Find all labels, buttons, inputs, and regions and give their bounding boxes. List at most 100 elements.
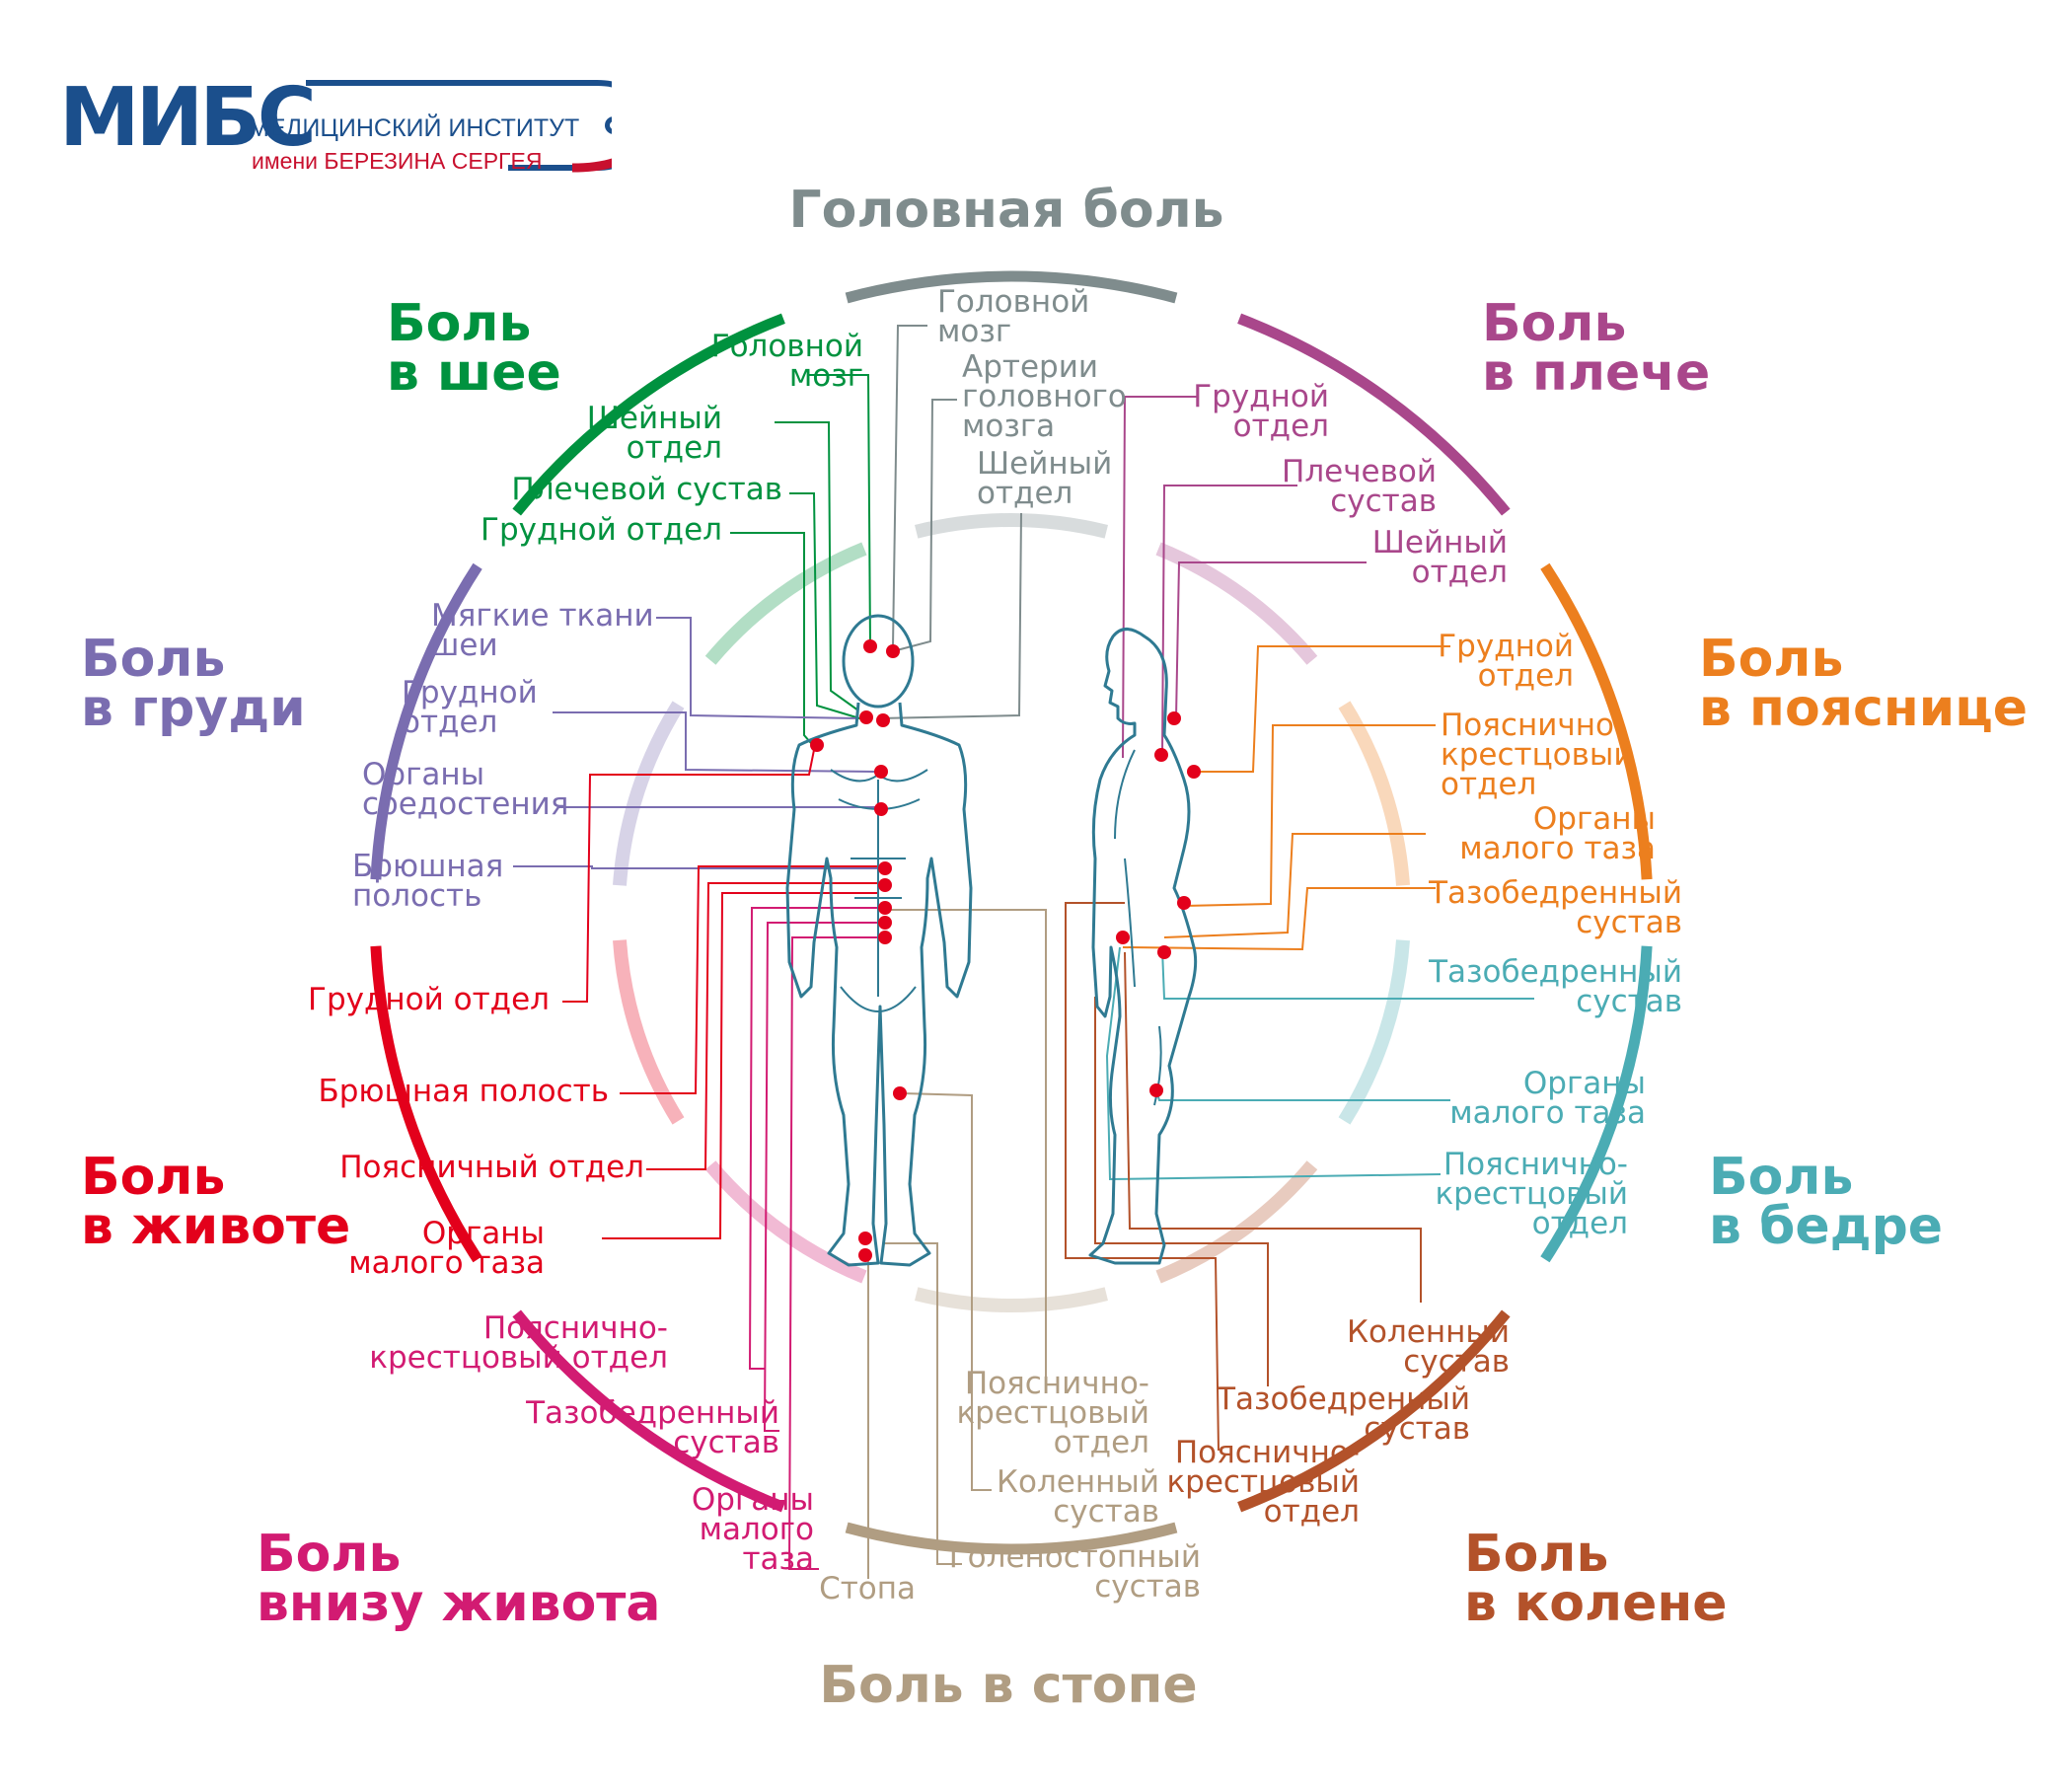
logo: МИБС МЕДИЦИНСКИЙ ИНСТИТУТ имени БЕРЕЗИНА… <box>59 69 612 187</box>
ring-segment-chest <box>370 562 482 880</box>
pain-dot <box>1177 896 1191 910</box>
leader-hip <box>1155 1089 1450 1101</box>
pain-dot <box>876 713 890 727</box>
label-neck: Плечевой сустав <box>511 472 782 507</box>
leader-knee <box>1094 997 1269 1386</box>
label-foot: Стопа <box>819 1571 916 1606</box>
front-head <box>842 614 915 709</box>
pain-dot <box>1154 748 1168 762</box>
leader-lowback <box>1183 724 1436 907</box>
pain-dot <box>878 916 892 930</box>
category-foot: Боль в стопе <box>819 1656 1197 1715</box>
pain-points <box>810 639 1201 1262</box>
leader-chest <box>553 711 879 773</box>
ring-segment-foot <box>845 1522 1178 1555</box>
ring-segment-lowback <box>1540 562 1653 880</box>
ring-segment-lowbelly <box>512 1309 785 1513</box>
pain-dot <box>863 639 877 653</box>
leader-shoulder <box>1122 396 1199 759</box>
label-lowbelly: Пояснично-крестцовый отдел <box>369 1310 668 1376</box>
inner-segment-belly <box>613 939 685 1125</box>
pain-dot <box>1187 765 1201 779</box>
pain-dot <box>1167 711 1181 725</box>
leader-foot <box>902 1092 992 1491</box>
side-figure <box>1088 628 1198 1265</box>
pain-dot <box>1116 931 1130 944</box>
outer-ring <box>370 270 1653 1555</box>
logo-swoosh <box>306 80 612 173</box>
inner-segment-foot <box>915 1287 1108 1313</box>
pain-dot <box>1157 945 1171 959</box>
pain-dot <box>810 738 824 752</box>
pain-dot <box>858 1248 872 1262</box>
leader-shoulder <box>1175 561 1367 719</box>
logo-line1: МЕДИЦИНСКИЙ ИНСТИТУТ <box>249 114 580 142</box>
logo-line2: имени БЕРЕЗИНА СЕРГЕЯ <box>252 148 543 174</box>
pain-dot <box>886 644 900 658</box>
leader-lowback <box>1122 887 1436 951</box>
inner-segment-head <box>915 512 1108 539</box>
ring-segment-head <box>845 270 1178 304</box>
front-figure <box>785 614 973 1267</box>
leader-neck <box>775 421 859 711</box>
inner-segment-neck <box>704 542 867 665</box>
inner-segment-lowback <box>1338 701 1410 886</box>
leader-knee <box>1124 951 1422 1303</box>
ring-segment-belly <box>370 945 482 1263</box>
pain-dot <box>893 1086 907 1100</box>
leader-belly <box>602 892 878 1239</box>
ring-segment-knee <box>1237 1309 1511 1513</box>
pain-dot <box>878 931 892 944</box>
leader-belly <box>646 882 883 1170</box>
label-belly: Брюшная полость <box>318 1074 609 1109</box>
leader-lowback <box>1163 833 1426 938</box>
pain-dot <box>1149 1083 1163 1097</box>
ring-segment-shoulder <box>1237 313 1511 516</box>
ring-segment-neck <box>512 313 785 516</box>
pain-dot <box>878 901 892 915</box>
label-neck: Грудной отдел <box>481 512 722 548</box>
pain-dot <box>878 861 892 875</box>
category-head: Головная боль <box>788 181 1223 240</box>
leader-hip <box>1161 948 1534 1000</box>
leader-knee <box>1065 902 1220 1452</box>
leader-neck <box>789 492 867 721</box>
leader-foot <box>883 1242 962 1565</box>
leader-belly <box>562 749 815 1003</box>
leader-belly <box>620 865 878 1094</box>
pain-dot <box>878 878 892 892</box>
inner-segment-knee <box>1155 1160 1318 1284</box>
leader-hip <box>1105 946 1442 1181</box>
leader-chest <box>656 617 859 719</box>
pain-dot <box>874 802 888 816</box>
label-belly: Поясничный отдел <box>339 1150 644 1185</box>
